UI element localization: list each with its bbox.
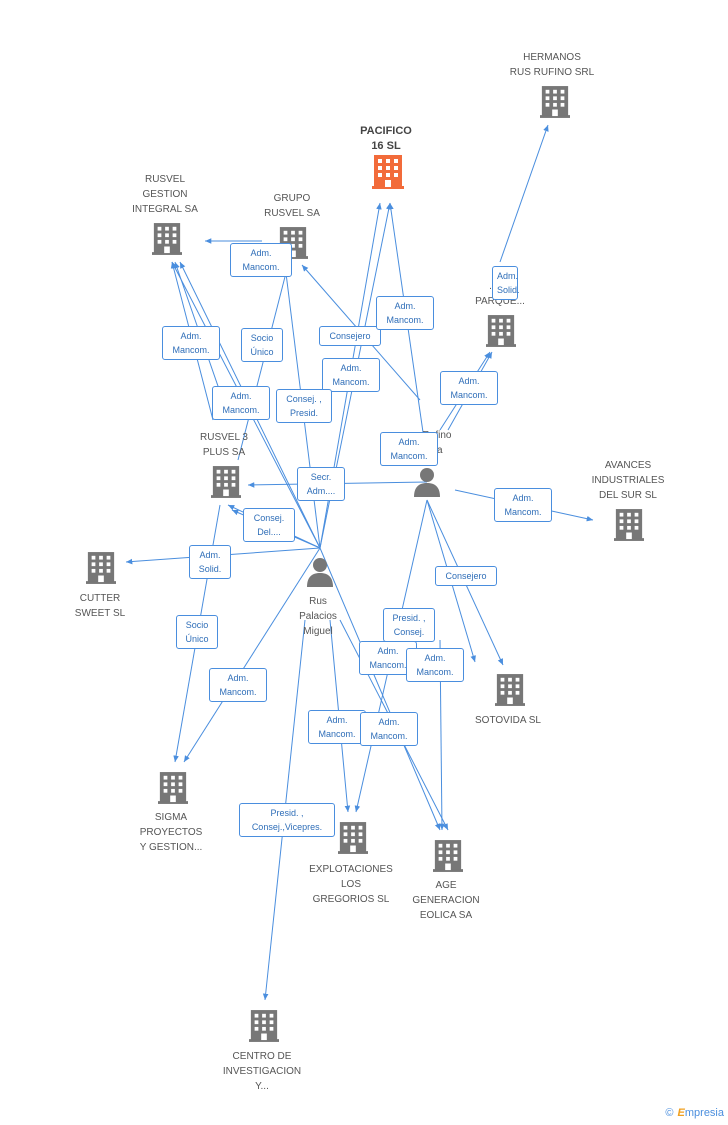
building-icon[interactable] xyxy=(158,772,188,804)
building-icon[interactable] xyxy=(614,509,644,541)
node-label-explotaciones[interactable]: EXPLOTACIONES LOS GREGORIOS SL xyxy=(309,864,393,905)
relation-label[interactable]: Consejero xyxy=(319,326,381,346)
relation-label[interactable]: Adm. Mancom. xyxy=(440,371,498,405)
node-label-rus-palacios[interactable]: Rus Palacios Miguel xyxy=(299,596,337,637)
relation-label[interactable]: Presid. , Consej. xyxy=(383,608,435,642)
node-label-pacifico[interactable]: PACIFICO 16 SL xyxy=(360,125,412,152)
building-icon[interactable] xyxy=(486,315,516,347)
relation-edge xyxy=(319,547,441,831)
node-label-grupo-rusvel[interactable]: GRUPO RUSVEL SA xyxy=(264,193,320,219)
building-icon[interactable] xyxy=(540,86,570,118)
relation-label[interactable]: Adm. Mancom. xyxy=(406,648,464,682)
node-label-sigma[interactable]: SIGMA PROYECTOS Y GESTION... xyxy=(139,812,203,853)
relation-label[interactable]: Adm. Mancom. xyxy=(360,712,418,746)
relation-label[interactable]: Adm. Solid. xyxy=(189,545,231,579)
node-label-age[interactable]: AGE GENERACION EOLICA SA xyxy=(412,880,480,921)
node-label-cutter[interactable]: CUTTER SWEET SL xyxy=(74,593,126,619)
node-label-centro[interactable]: CENTRO DE INVESTIGACION Y... xyxy=(222,1051,302,1092)
relation-label[interactable]: Consejero xyxy=(435,566,497,586)
relation-label[interactable]: Secr. Adm.... xyxy=(297,467,345,501)
relation-edge xyxy=(388,202,428,461)
node-label-sotovida[interactable]: SOTOVIDA SL xyxy=(475,715,541,726)
relation-label[interactable]: Adm. Mancom. xyxy=(494,488,552,522)
relation-edge xyxy=(237,264,290,461)
node-label-rusvel-gestion[interactable]: RUSVEL GESTION INTEGRAL SA xyxy=(132,174,198,215)
node-label-hermanos[interactable]: HERMANOS RUS RUFINO SRL xyxy=(509,52,595,78)
footer-brand: ©Empresia xyxy=(665,1107,724,1119)
relation-label[interactable]: Adm. Mancom. xyxy=(322,358,380,392)
building-icon[interactable] xyxy=(211,466,241,498)
node-label-rusvel3[interactable]: RUSVEL 3 PLUS SA xyxy=(200,432,248,458)
building-icon[interactable] xyxy=(152,223,182,255)
building-icon[interactable] xyxy=(249,1010,279,1042)
building-icon[interactable] xyxy=(495,674,525,706)
copyright-symbol: © xyxy=(665,1107,674,1119)
relation-label[interactable]: Adm. Mancom. xyxy=(212,386,270,420)
relation-label[interactable]: Adm. Mancom. xyxy=(376,296,434,330)
brand-name: mpresia xyxy=(684,1107,724,1119)
building-icon[interactable] xyxy=(338,822,368,854)
relation-label[interactable]: Presid. , Consej.,Vicepres. xyxy=(239,803,335,837)
building-icon[interactable] xyxy=(372,155,404,189)
relation-label[interactable]: Adm. Mancom. xyxy=(230,243,292,277)
building-icon[interactable] xyxy=(433,840,463,872)
relation-label[interactable]: Adm. Mancom. xyxy=(209,668,267,702)
relation-label[interactable]: Consej. , Presid. xyxy=(276,389,332,423)
relation-label[interactable]: Socio Único xyxy=(176,615,218,649)
brand-initial: E xyxy=(677,1107,685,1119)
relation-label[interactable]: Socio Único xyxy=(241,328,283,362)
relation-label[interactable]: Adm. Mancom. xyxy=(380,432,438,466)
relation-label[interactable]: Adm. Mancom. xyxy=(308,710,366,744)
relation-edge xyxy=(183,547,321,763)
building-icon[interactable] xyxy=(86,552,116,584)
relation-label[interactable]: Adm. Mancom. xyxy=(162,326,220,360)
relation-label[interactable]: Adm. Solid. xyxy=(492,266,520,300)
node-label-avances[interactable]: AVANCES INDUSTRIALES DEL SUR SL xyxy=(591,460,665,501)
relation-edge xyxy=(499,124,549,263)
relation-label[interactable]: Consej. Del.... xyxy=(243,508,295,542)
